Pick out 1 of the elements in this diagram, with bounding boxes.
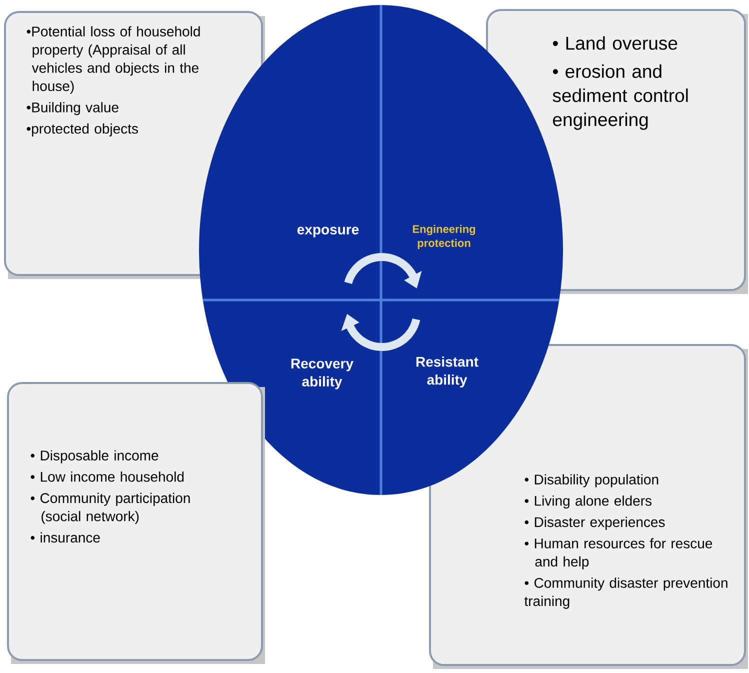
text-box: • Disposable income • Low income household • Community participation (social network) • insurance <box>7 382 265 664</box>
